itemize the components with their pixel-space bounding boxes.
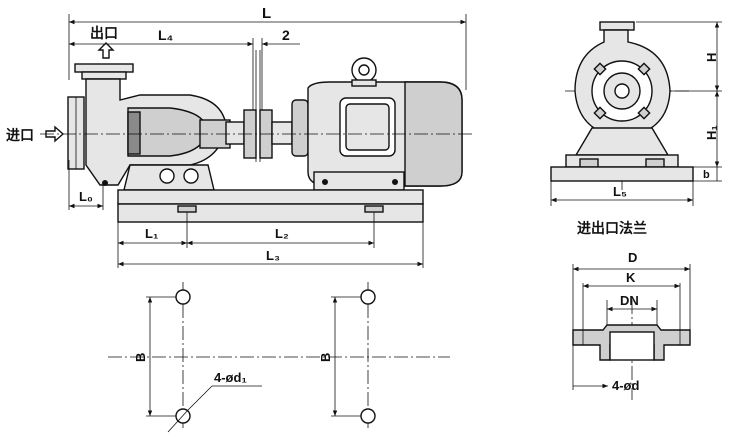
label-base-holes: 4-ød₁ [214, 370, 247, 385]
label-l3: L₃ [266, 248, 280, 263]
label-k: K [626, 270, 636, 285]
inlet-arrow-icon [45, 125, 65, 143]
flange-title: 进出口法兰 [577, 220, 647, 236]
pump-casing [67, 63, 231, 191]
base-hole-layout: B B 4-ød₁ [108, 282, 450, 433]
outlet-arrow-icon [97, 42, 115, 59]
label-l: L [262, 5, 271, 22]
label-l1: L₁ [145, 226, 158, 241]
label-h1: H₁ [704, 125, 719, 140]
label-dn: DN [620, 293, 639, 308]
label-h: H [704, 53, 719, 62]
label-b-left: B [133, 353, 148, 362]
label-l4: L₄ [158, 27, 173, 43]
label-d: D [628, 250, 637, 265]
motor [291, 57, 463, 191]
label-l0: L₀ [79, 189, 93, 204]
coupling [225, 50, 293, 162]
label-flange-holes: 4-ød [612, 378, 640, 393]
label-b-right: B [318, 353, 333, 362]
label-coupling-gap: 2 [282, 27, 290, 43]
side-view: L L₄ 2 出口 进口 [6, 5, 475, 268]
label-b-small: b [703, 169, 710, 181]
label-l5: L₅ [613, 184, 627, 199]
flange-detail: D K DN 4-ød [572, 250, 691, 400]
label-outlet: 出口 [90, 25, 118, 41]
label-l2: L₂ [275, 226, 289, 241]
label-inlet: 进口 [6, 127, 34, 143]
base-frame [117, 189, 424, 223]
end-view: H H₁ b L₅ 进出口法兰 [550, 21, 722, 236]
